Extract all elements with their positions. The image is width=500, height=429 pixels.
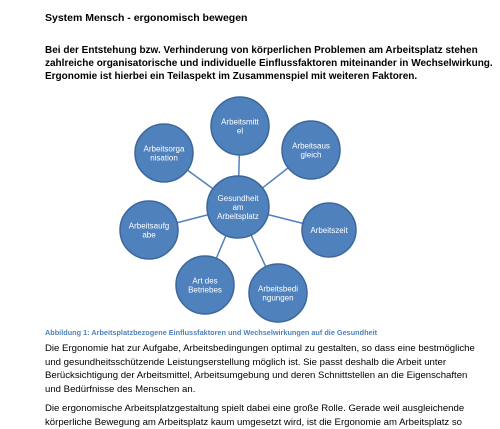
node-arbeitsmittel-label-line: Arbeitsmitt: [221, 118, 260, 127]
node-arbeitsausgleich-label-line: gleich: [301, 151, 322, 160]
node-center-label-line: am: [232, 203, 243, 212]
node-arbeitsaufgabe-label-line: Arbeitsaufg: [129, 222, 169, 231]
node-arbeitsorganisation-label-line: Arbeitsorga: [144, 145, 185, 154]
connector-arbeitsaufgabe: [177, 215, 208, 223]
body-paragraph: Die ergonomische Arbeitsplatzgestaltung …: [45, 402, 465, 429]
diagram-nodes: ArbeitsmittelArbeitsausgleichArbeitszeit…: [120, 97, 356, 322]
node-arbeitsbedingungen-label-line: ngungen: [262, 294, 293, 303]
connector-arbeitsorganisation: [187, 170, 213, 189]
connector-art-des-betriebes: [216, 236, 226, 259]
node-center-label-line: Gesundheit: [218, 194, 260, 203]
node-arbeitsmittel-label-line: el: [237, 127, 243, 136]
paragraph-line: Berücksichtigung der Arbeitsmittel, Arbe…: [45, 369, 465, 383]
figure-caption: Abbildung 1: Arbeitsplatzbezogene Einflu…: [45, 328, 377, 337]
node-arbeitsbedingungen: Arbeitsbedingungen: [249, 264, 307, 322]
node-arbeitsbedingungen-label-line: Arbeitsbedi: [258, 285, 298, 294]
node-arbeitszeit-label-line: Arbeitszeit: [310, 226, 348, 235]
connector-arbeitsausgleich: [262, 168, 288, 188]
node-art-des-betriebes-label-line: Betriebes: [188, 286, 222, 295]
node-arbeitsausgleich-label-line: Arbeitsaus: [292, 142, 330, 151]
paragraph-line: Die Ergonomie hat zur Aufgabe, Arbeitsbe…: [45, 342, 465, 356]
connector-arbeitsbedingungen: [251, 235, 266, 267]
node-arbeitsaufgabe-label-line: abe: [142, 231, 156, 240]
node-center-label-line: Arbeitsplatz: [217, 212, 259, 221]
paragraph-line: und gesundheitsschützende Leistungserste…: [45, 356, 465, 370]
node-art-des-betriebes-label-line: Art des: [192, 277, 217, 286]
node-arbeitszeit: Arbeitszeit: [302, 203, 356, 257]
connector-arbeitszeit: [268, 215, 303, 224]
body-paragraph: Die Ergonomie hat zur Aufgabe, Arbeitsbe…: [45, 342, 465, 396]
paragraph-line: und Bedürfnisse des Menschen an.: [45, 383, 465, 397]
node-arbeitsorganisation-label-line: nisation: [150, 154, 178, 163]
node-arbeitsmittel: Arbeitsmittel: [211, 97, 269, 155]
paragraph-line: Die ergonomische Arbeitsplatzgestaltung …: [45, 402, 465, 416]
connector-arbeitsmittel: [239, 155, 240, 176]
